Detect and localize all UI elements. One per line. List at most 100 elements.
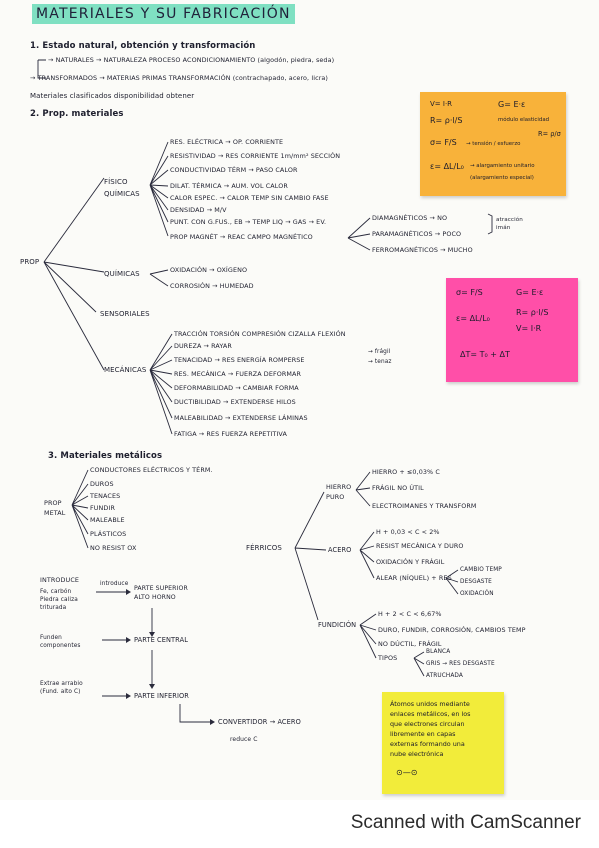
mag-1: PARAMAGNÉTICOS → POCO [372, 230, 462, 238]
prop-metal-label: PROP METAL [44, 499, 66, 517]
metal-prop-5: PLÁSTICOS [90, 530, 127, 538]
hierro-item-2: ELECTROIMANES Y TRANSFORM [372, 502, 477, 510]
mec-5: DUCTIBILIDAD → EXTENDERSE HILOS [174, 398, 296, 406]
res-item-2: OXIDACIÓN [460, 591, 494, 597]
camscanner-watermark: Scanned with CamScanner [350, 812, 581, 833]
camscanner-footer: Scanned with CamScanner [0, 800, 599, 848]
fis-prop-1: RESISTIVIDAD → RES CORRIENTE 1m/mm² SECC… [170, 152, 341, 160]
smiley-face-icon: ⊙—⊙ [396, 768, 418, 777]
introduce-note: Fe, carbón Piedra caliza triturada [40, 589, 78, 611]
metal-prop-6: NO RESIST OX [90, 544, 137, 552]
hierro-item-1: FRÁGIL NO ÚTIL [372, 484, 424, 492]
metal-prop-4: MALEABLE [90, 516, 125, 524]
yellow-l6: nube electrónica [390, 750, 444, 758]
fis-prop-2: CONDUCTIVIDAD TÉRM → PASO CALOR [170, 166, 298, 174]
mag-0: DIAMAGNÉTICOS → NO [372, 214, 448, 222]
introduce-label: INTRODUCE [40, 576, 80, 584]
orange-formula-note: V= I·R G= E·ε R= ρ·l/S módulo elasticida… [420, 92, 566, 196]
yellow-l5: externas formando una [390, 740, 465, 748]
pink-l5: V= I·R [516, 324, 542, 333]
orange-l7: ε= ΔL/L₀ [430, 162, 464, 171]
metal-prop-0: CONDUCTORES ELÉCTRICOS Y TÉRM. [90, 466, 213, 474]
yellow-l1: Átomos unidos mediante [390, 700, 470, 708]
fis-prop-3: DILAT. TÉRMICA → AUM. VOL CALOR [170, 182, 288, 190]
pink-l3: R= ρ·l/S [516, 308, 549, 317]
tenaz-note: → tenaz [368, 359, 392, 365]
transformados-line: → TRANSFORMADOS → MATERIAS PRIMAS TRANSF… [30, 74, 329, 82]
parte-inferior: PARTE INFERIOR [134, 692, 189, 700]
quim-0: OXIDACIÓN → OXÍGENO [170, 266, 248, 274]
pink-l2: G= E·ε [516, 288, 544, 297]
fis-prop-6: PUNT. CON G.FUS., EB → TEMP LIQ → GAS → … [170, 218, 327, 226]
parte-superior: PARTE SUPERIOR ALTO HORNO [134, 585, 188, 601]
ferricos-label: FÉRRICOS [246, 544, 282, 552]
funden-note: Funden componentes [40, 635, 81, 649]
extrae-note: Extrae arrabio (Fund. alto C) [40, 681, 83, 695]
orange-l1: V= I·R [430, 100, 453, 108]
metal-prop-3: FUNDIR [90, 504, 115, 512]
fund-item-1: DURO, FUNDIR, CORROSIÓN, CAMBIOS TEMP [378, 626, 526, 634]
tipo-0: BLANCA [426, 649, 451, 655]
tipo-2: ATRUCHADA [426, 673, 463, 679]
metal-prop-1: DUROS [90, 480, 114, 488]
pink-l6: ΔT= T₀ + ΔT [460, 350, 510, 359]
mec-3: RES. MECÁNICA → FUERZA DEFORMAR [174, 370, 302, 378]
introduce-mid: introduce [100, 581, 129, 587]
yellow-l2: enlaces metálicos, en los [390, 710, 471, 718]
naturales-line: → NATURALES → NATURALEZA PROCESO ACONDIC… [48, 56, 335, 64]
hierro-puro-label: HIERRO PURO [326, 483, 352, 501]
sensoriales-branch: SENSORIALES [100, 310, 150, 318]
orange-l5: σ= F/S [430, 138, 457, 147]
yellow-l3: que electrones circulan [390, 720, 465, 728]
pink-l1: σ= F/S [456, 288, 483, 297]
quim-1: CORROSIÓN → HUMEDAD [170, 282, 254, 290]
orange-l2: G= E·ε [498, 100, 526, 109]
yellow-definition-note: Átomos unidos mediante enlaces metálicos… [382, 692, 504, 794]
prop-root: PROP [20, 258, 40, 266]
acero-label: ACERO [328, 546, 352, 554]
mec-1: DUREZA → RAYAR [174, 342, 232, 350]
clasificacion-line: Materiales clasificados disponibilidad o… [30, 92, 195, 100]
fisico-quimicas-branch: FÍSICO QUÍMICAS [104, 178, 140, 198]
orange-l10: R= ρ/σ [538, 130, 561, 138]
mec-2: TENACIDAD → RES ENERGÍA ROMPERSE [174, 356, 305, 364]
fund-item-2: NO DÚCTIL, FRÁGIL [378, 640, 442, 648]
fis-prop-5: DENSIDAD → M/V [170, 206, 227, 214]
page-title: MATERIALES Y SU FABRICACIÓN [32, 4, 295, 24]
yellow-l4: libremente en capas [390, 730, 456, 738]
mec-6: MALEABILIDAD → EXTENDERSE LÁMINAS [174, 414, 308, 422]
acero-item-0: H + 0,03 < C < 2% [376, 528, 440, 536]
metal-prop-2: TENACES [90, 492, 121, 500]
res-item-1: DESGASTE [460, 579, 492, 585]
mec-4: DEFORMABILIDAD → CAMBIAR FORMA [174, 384, 299, 392]
acero-item-3: ALEAR (NÍQUEL) + RES [376, 574, 452, 582]
fund-item-3: TIPOS [378, 654, 398, 662]
orange-l9: (alargamiento especial) [470, 175, 534, 181]
pink-formula-note: σ= F/S G= E·ε R= ρ·l/S ε= ΔL/L₀ V= I·R Δ… [446, 278, 578, 382]
fundicion-label: FUNDICIÓN [318, 621, 357, 629]
mec-7: FATIGA → RES FUERZA REPETITIVA [174, 430, 287, 438]
mag-2: FERROMAGNÉTICOS → MUCHO [372, 246, 473, 254]
fis-prop-4: CALOR ESPEC. → CALOR TEMP SIN CAMBIO FAS… [170, 194, 329, 202]
fis-prop-0: RES. ELÉCTRICA → OP. CORRIENTE [170, 138, 284, 146]
fis-prop-7: PROP MAGNÉT → REAC CAMPO MAGNÉTICO [170, 233, 313, 241]
fund-item-0: H + 2 < C < 6,67% [378, 610, 442, 618]
convertidor: CONVERTIDOR → ACERO [218, 718, 301, 726]
quimicas-branch: QUÍMICAS [104, 270, 140, 278]
tipo-1: GRIS → RES DESGASTE [426, 661, 495, 667]
mecanicas-branch: MECÁNICAS [104, 366, 147, 374]
atraccion-iman-note: atracción imán [496, 217, 523, 231]
orange-l6: → tensión / esfuerzo [466, 141, 521, 147]
section-2-heading: 2. Prop. materiales [30, 109, 124, 119]
fragil-note: → frágil [368, 349, 391, 355]
hierro-item-0: HIERRO + ≤0,03% C [372, 468, 440, 476]
orange-l3: R= ρ·l/S [430, 116, 463, 125]
orange-l8: → alargamiento unitario [470, 163, 535, 169]
pink-l4: ε= ΔL/L₀ [456, 314, 490, 323]
acero-item-2: OXIDACIÓN Y FRÁGIL [376, 558, 445, 566]
section-1-heading: 1. Estado natural, obtención y transform… [30, 41, 256, 51]
mec-0: TRACCIÓN TORSIÓN COMPRESIÓN CIZALLA FLEX… [174, 330, 346, 338]
acero-item-1: RESIST MECÁNICA Y DURO [376, 542, 464, 550]
res-item-0: CAMBIO TEMP [460, 567, 502, 573]
parte-central: PARTE CENTRAL [134, 636, 188, 644]
